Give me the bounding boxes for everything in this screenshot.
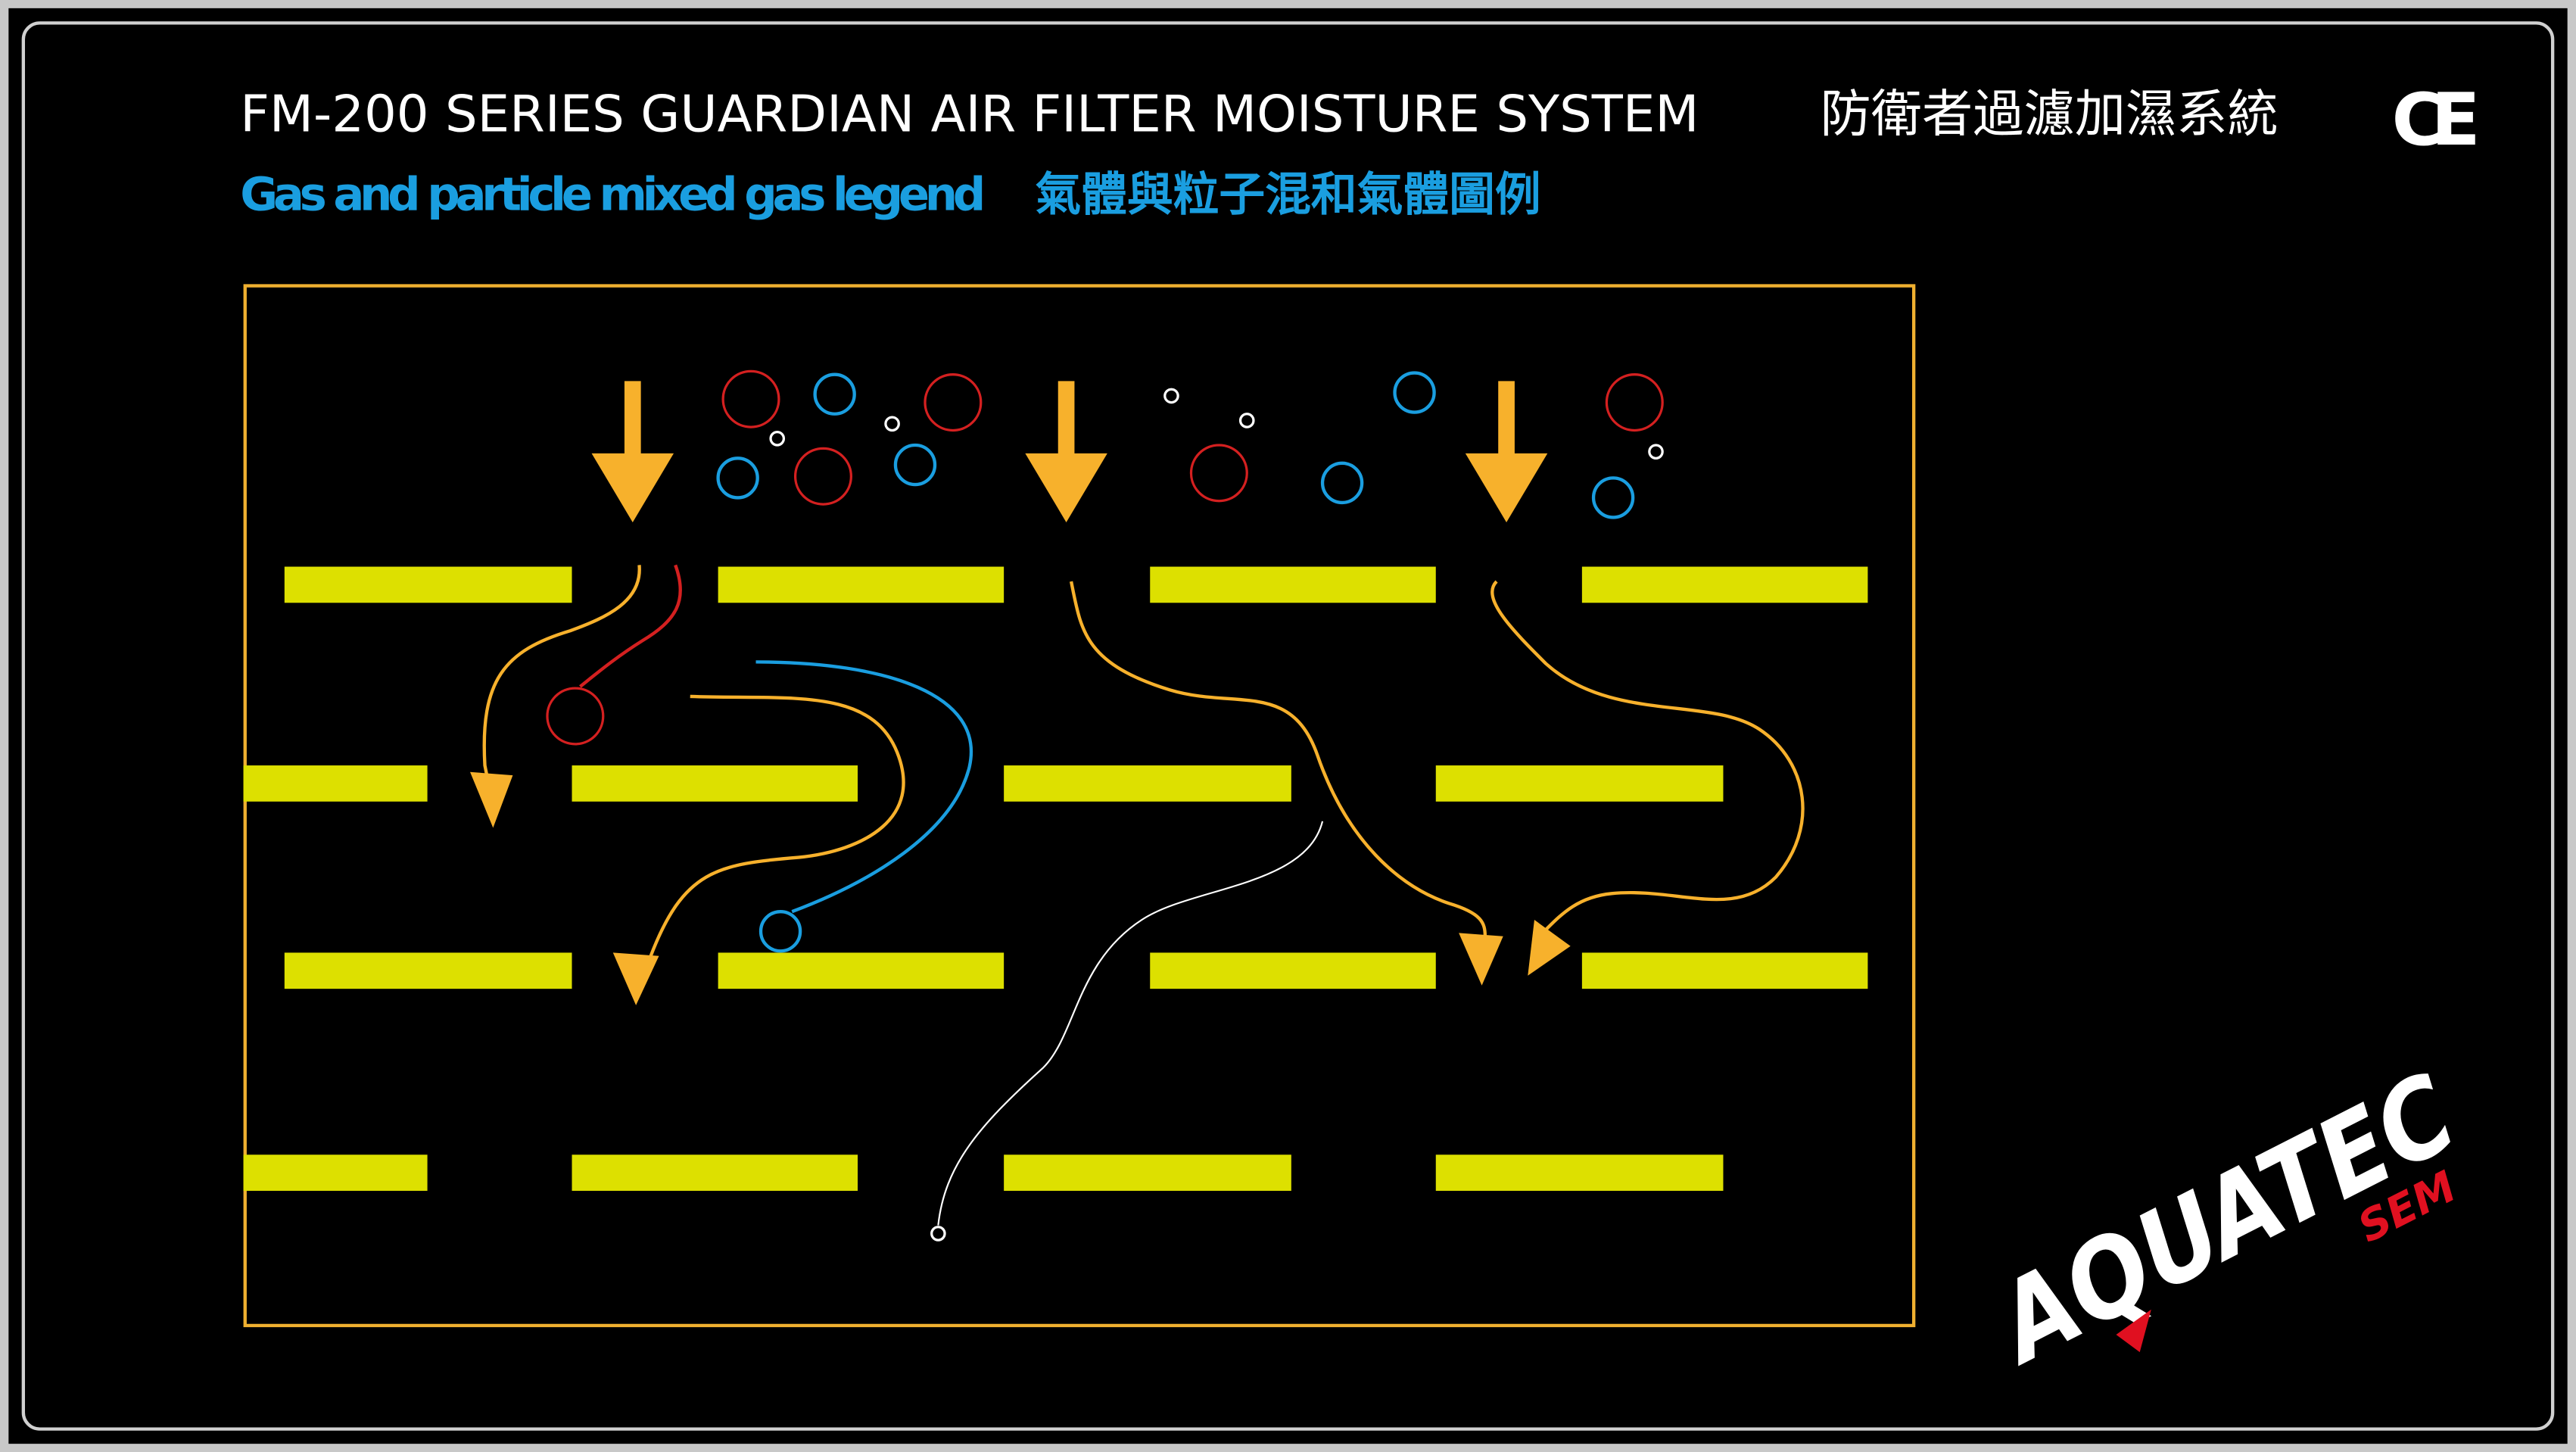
arrowhead-icon [469,771,513,828]
title-en: FM-200 SERIES GUARDIAN AIR FILTER MOISTU… [240,85,1699,144]
flow-path-orange [649,694,905,957]
baffle [718,566,1005,603]
baffle [1150,952,1436,989]
flow-path-orange [1069,581,1487,936]
baffle [1004,1154,1291,1192]
white-particle [930,1226,946,1242]
inner-border [21,21,2555,1431]
baffle [284,952,572,989]
baffle [243,765,428,802]
baffle [718,952,1005,989]
flow-path-red [579,564,683,688]
white-particle [884,416,900,432]
ce-mark: CE [2392,77,2481,162]
arrowhead-icon [1528,920,1571,976]
baffle [1150,566,1436,603]
red-particle [924,373,983,432]
red-particle [1189,444,1248,503]
flow-paths [482,564,1805,1226]
flow-path-orange [482,565,641,783]
title-zh: 防衛者過濾加濕系統 [1820,85,2278,144]
blue-particle [716,456,759,500]
baffle [243,1154,428,1192]
white-particle [1238,413,1255,428]
baffle [1581,952,1868,989]
particles-white [769,388,1664,1242]
red-particle [793,447,852,506]
blue-particle [1393,371,1436,414]
arrowhead-icon [612,952,659,1005]
particles-red [546,369,1664,746]
down-arrow-icon [1025,381,1107,522]
baffle [284,566,572,603]
red-particle [721,369,780,428]
flow-path-orange [1490,580,1805,931]
baffle [572,765,858,802]
baffle [572,1154,858,1192]
flow-arrowheads [469,771,1571,1005]
red-particle [546,687,605,746]
subtitle-en: Gas and particle mixed gas legend [240,169,986,222]
logo-red-triangle [2116,1309,2151,1353]
baffle [1004,765,1291,802]
particles-blue [716,371,1635,953]
blue-particle [758,910,802,953]
blue-particle [813,372,856,416]
blue-particle [1591,476,1635,519]
flow-path-blue [755,660,973,914]
inlet-arrows [591,381,1548,522]
baffles [243,566,1868,1192]
baffle [1435,1154,1724,1192]
white-particle [769,430,786,447]
baffle [1435,765,1724,802]
blue-particle [893,443,937,487]
flow-path-white [937,821,1324,1226]
down-arrow-icon [1465,381,1548,522]
baffle [1581,566,1868,603]
filter-chamber-frame [243,284,1916,1328]
down-arrow-icon [591,381,674,522]
subtitle-zh: 氣體與粒子混和氣體圖例 [1035,169,1540,222]
outer-panel [8,8,2568,1444]
red-particle [1605,373,1664,432]
white-particle [1163,388,1179,404]
arrowhead-icon [1459,933,1503,986]
blue-particle [1320,461,1364,505]
white-particle [1648,444,1664,460]
